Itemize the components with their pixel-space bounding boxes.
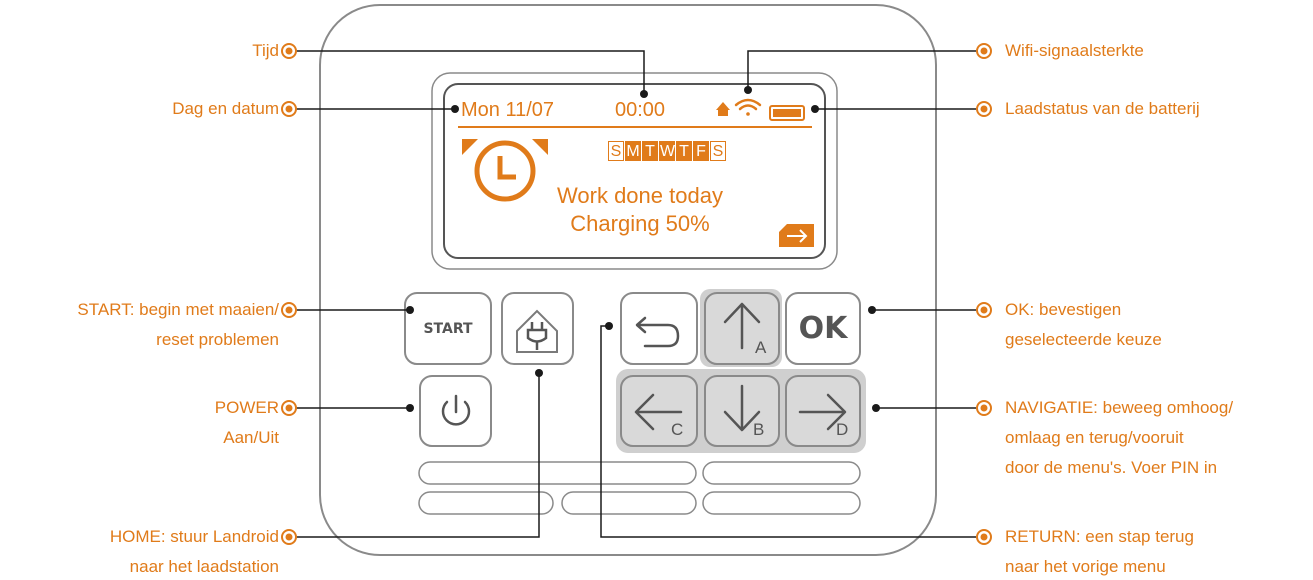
label-nav-line2: omlaag en terug/vooruit: [1005, 428, 1184, 447]
label-power: POWER Aan/Uit: [215, 395, 279, 451]
arrow-up-button[interactable]: A: [705, 293, 779, 364]
home-button[interactable]: [502, 293, 573, 364]
weekday-fri: F: [693, 141, 709, 161]
label-power-line1: POWER: [214, 398, 279, 417]
label-power-line2: Aan/Uit: [223, 428, 279, 447]
label-nav-line3: door de menu's. Voer PIN in: [1005, 458, 1218, 477]
label-battery-text: Laadstatus van de batterij: [1005, 99, 1200, 118]
label-return: RETURN: een stap terug naar het vorige m…: [1005, 524, 1194, 580]
lcd-date: Mon 11/07: [461, 99, 555, 121]
weekday-thu: T: [676, 141, 692, 161]
label-home-line1: HOME: stuur Landroid: [109, 527, 279, 546]
arrow-up-letter: A: [755, 338, 767, 357]
decorative-bars: [418, 461, 861, 515]
lcd-message-line2: Charging 50%: [570, 211, 710, 236]
label-home: HOME: stuur Landroid naar het laadstatio…: [110, 524, 279, 580]
arrow-up-key-shape: [704, 292, 780, 365]
label-start: START: begin met maaien/ reset problemen: [77, 297, 279, 353]
lcd-message-line1: Work done today: [557, 183, 723, 208]
label-dag-datum-text: Dag en datum: [172, 99, 279, 118]
weekday-wed: W: [659, 141, 676, 161]
callout-dots: [406, 86, 880, 412]
arrow-down-button[interactable]: B: [705, 376, 779, 446]
battery-icon: [769, 105, 805, 121]
label-wifi-text: Wifi-signaalsterkte: [1005, 41, 1144, 60]
weekday-tue: T: [642, 141, 658, 161]
label-tijd-text: Tijd: [252, 41, 279, 60]
return-key-shape: [620, 292, 698, 365]
arrow-right-key-shape: [785, 375, 861, 447]
weekday-sat: S: [710, 141, 726, 161]
callout-lines: [296, 50, 976, 538]
arrow-left-letter: C: [671, 420, 684, 439]
arrow-left-key-shape: [620, 375, 698, 447]
label-return-line2: naar het vorige menu: [1005, 557, 1166, 576]
power-button[interactable]: [420, 376, 491, 446]
start-button[interactable]: START: [405, 293, 491, 364]
ok-key-shape: [785, 292, 861, 365]
return-button[interactable]: [621, 293, 697, 364]
arrow-down-key-shape: [704, 375, 780, 447]
arrow-right-icon: [779, 224, 814, 247]
label-return-line1: RETURN: een stap terug: [1005, 527, 1194, 546]
arrow-left-button[interactable]: C: [621, 376, 697, 446]
arrow-right-button[interactable]: D: [786, 376, 860, 446]
label-dag-datum: Dag en datum: [172, 96, 279, 122]
ok-button[interactable]: OK: [786, 293, 860, 364]
weekday-mon: M: [625, 141, 641, 161]
label-tijd: Tijd: [252, 38, 279, 64]
label-ok-line1: OK: bevestigen: [1005, 300, 1122, 319]
ok-label: OK: [798, 311, 848, 346]
label-ok-line2: geselecteerde keuze: [1005, 330, 1162, 349]
label-ok: OK: bevestigen geselecteerde keuze: [1005, 297, 1162, 353]
weekday-sun: S: [608, 141, 624, 161]
label-nav-line1: NAVIGATIE: beweeg omhoog/: [1005, 398, 1234, 417]
label-wifi: Wifi-signaalsterkte: [1005, 38, 1144, 64]
clock-alarm-icon: [462, 139, 548, 202]
power-key-shape: [419, 375, 492, 447]
arrow-down-letter: B: [753, 420, 765, 439]
label-navigatie: NAVIGATIE: beweeg omhoog/ omlaag en teru…: [1005, 395, 1233, 481]
label-start-line2: reset problemen: [156, 330, 279, 349]
start-label: START: [423, 320, 473, 337]
label-battery: Laadstatus van de batterij: [1005, 96, 1200, 122]
home-key-shape: [501, 292, 574, 365]
wifi-icon: [734, 98, 762, 116]
callout-markers: [281, 43, 992, 545]
arrow-right-letter: D: [836, 420, 849, 439]
label-start-line1: START: begin met maaien/: [77, 300, 279, 319]
start-key-shape: [404, 292, 492, 365]
label-home-line2: naar het laadstation: [129, 557, 279, 576]
home-icon: [716, 102, 730, 116]
lcd-time: 00:00: [615, 99, 666, 121]
